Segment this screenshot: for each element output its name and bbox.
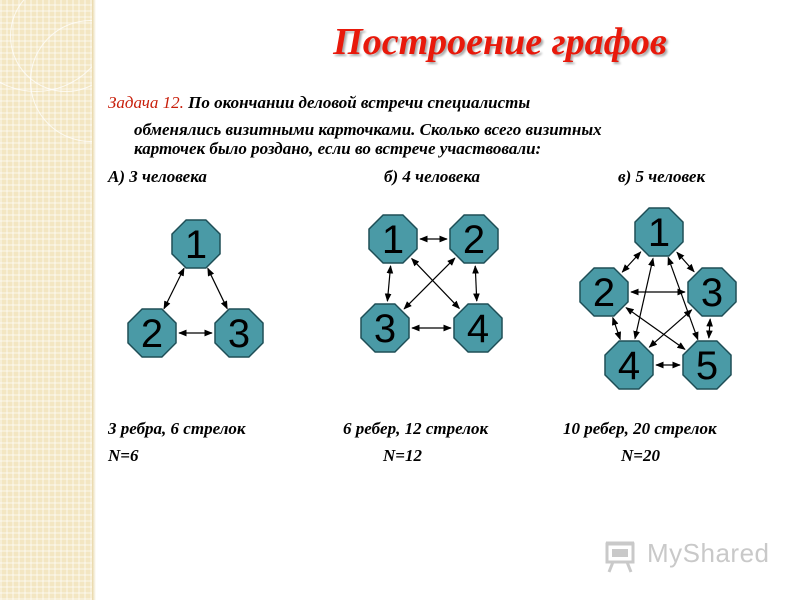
graph-2-node-4 bbox=[453, 303, 503, 353]
band-edge-divider bbox=[92, 0, 96, 600]
graph-3-edge-3-5 bbox=[706, 318, 713, 339]
graph-3-edge-3-4 bbox=[648, 309, 693, 348]
graph-1-node-1 bbox=[171, 219, 221, 269]
graph-2-edge-1-4 bbox=[411, 257, 460, 310]
task-line-1: Задача 12. По окончании деловой встречи … bbox=[108, 92, 530, 114]
graph-1-edge-1-2 bbox=[163, 267, 185, 310]
graph-3-node-4 bbox=[604, 340, 654, 390]
presentation-board-icon bbox=[605, 541, 635, 573]
graph-2-edge-1-3 bbox=[384, 265, 394, 302]
graph-1-node-label-1: 1 bbox=[185, 223, 207, 267]
graph-3-edge-1-4 bbox=[633, 257, 655, 340]
graph-3-edge-1-5 bbox=[667, 256, 699, 341]
graph-2-edge-2-4 bbox=[472, 265, 480, 302]
decorative-side-band bbox=[0, 0, 92, 600]
graph-1-node-2 bbox=[127, 308, 177, 358]
logo: MyShared bbox=[603, 536, 769, 576]
option-a: А) 3 человека bbox=[108, 167, 207, 186]
graph-3-edge-1-2 bbox=[621, 251, 642, 273]
graph-2-edge-2-3 bbox=[403, 257, 456, 310]
graph-2-node-2 bbox=[449, 214, 499, 264]
task-line-2: обменялись визитными карточками. Сколько… bbox=[134, 120, 602, 139]
graph-2-node-label-4: 4 bbox=[467, 307, 489, 351]
page-title: Построение графов bbox=[333, 21, 667, 63]
graph-1-node-label-3: 3 bbox=[228, 312, 250, 356]
count-a: N=6 bbox=[108, 446, 139, 465]
graph-3-node-5 bbox=[682, 340, 732, 390]
graph-1-edge-1-3 bbox=[207, 267, 228, 310]
count-b: N=12 bbox=[383, 446, 422, 465]
graph-3-node-2 bbox=[579, 267, 629, 317]
graph-3-node-label-4: 4 bbox=[618, 344, 640, 388]
graph-3-node-label-1: 1 bbox=[648, 211, 670, 255]
graph-1-node-3 bbox=[214, 308, 264, 358]
graph-3-node-3 bbox=[687, 267, 737, 317]
summary-c: 10 ребер, 20 стрелок bbox=[563, 419, 717, 438]
graph-2-node-3 bbox=[360, 303, 410, 353]
logo-text: MyShared bbox=[647, 538, 770, 568]
task-line-3: карточек было роздано, если во встрече у… bbox=[134, 139, 542, 158]
graph-3-node-label-2: 2 bbox=[593, 271, 615, 315]
graph-3-node-1 bbox=[634, 207, 684, 257]
count-c: N=20 bbox=[621, 446, 660, 465]
graph-2-node-label-2: 2 bbox=[463, 218, 485, 262]
graph-2-node-label-1: 1 bbox=[382, 218, 404, 262]
option-c: в) 5 человек bbox=[618, 167, 706, 186]
graph-2-node-1 bbox=[368, 214, 418, 264]
summary-a: 3 ребра, 6 стрелок bbox=[108, 419, 246, 438]
graph-1-node-label-2: 2 bbox=[141, 312, 163, 356]
graph-3-edge-2-4 bbox=[612, 316, 621, 341]
summary-b: 6 ребер, 12 стрелок bbox=[343, 419, 489, 438]
task-label: Задача 12. bbox=[108, 93, 184, 112]
graph-3-node-label-5: 5 bbox=[696, 344, 718, 388]
graph-2-node-label-3: 3 bbox=[374, 307, 396, 351]
option-b: б) 4 человека bbox=[384, 167, 481, 186]
graph-3-edge-1-3 bbox=[676, 251, 695, 273]
graph-3-node-label-3: 3 bbox=[701, 271, 723, 315]
task-text-1: По окончании деловой встречи специалисты bbox=[188, 93, 531, 112]
